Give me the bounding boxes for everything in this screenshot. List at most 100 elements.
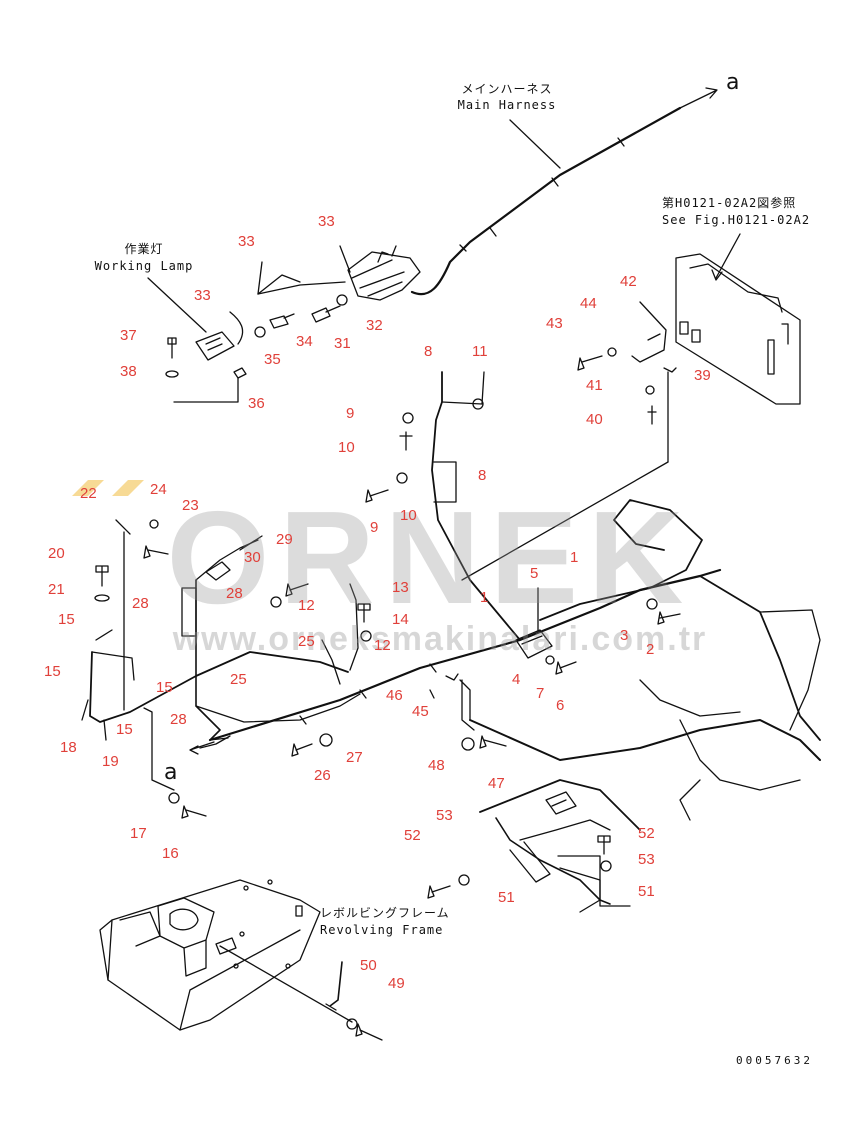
working-lamp-label-en: Working Lamp [94, 259, 194, 273]
part-number: 51 [638, 883, 655, 900]
bolt-6 [555, 661, 577, 675]
part-number: 30 [244, 549, 261, 566]
part-number: 34 [296, 333, 313, 350]
part-number: 1 [480, 589, 489, 606]
see-fig-label-en: See Fig.H0121-02A2 [662, 213, 811, 227]
part-number: 16 [162, 845, 179, 862]
bolt-52 [427, 885, 451, 899]
part-number: 6 [556, 697, 565, 714]
part-number: 48 [428, 757, 445, 774]
part-number: 18 [60, 739, 77, 756]
bolt-29 [285, 583, 309, 597]
main-harness-cable [410, 106, 682, 296]
working-lamp-label-jp: 作業灯 [124, 242, 164, 256]
part-number: 15 [44, 663, 61, 680]
part-number: 33 [194, 287, 211, 304]
part-number: 10 [400, 507, 417, 524]
bolt-37 [167, 337, 177, 359]
part-number: 49 [388, 975, 405, 992]
harness-lower [469, 719, 821, 761]
part-number: 45 [412, 703, 429, 720]
harness-28 [195, 579, 221, 741]
part-number: 33 [238, 233, 255, 250]
part-number: 32 [366, 317, 383, 334]
part-number: 15 [116, 721, 133, 738]
revolving-frame-label-jp: レボルビングフレーム [320, 906, 450, 920]
left-arrow-a [189, 741, 215, 755]
part-number: 42 [620, 273, 637, 290]
part-number: 51 [498, 889, 515, 906]
part-number: 53 [638, 851, 655, 868]
revolving-frame-label-en: Revolving Frame [320, 923, 444, 937]
ground-cable-50 [329, 961, 343, 1007]
part-number: 10 [338, 439, 355, 456]
harness-8 [431, 371, 521, 641]
callout-a-top: a [726, 70, 740, 95]
part-number: 50 [360, 957, 377, 974]
part-number: 19 [102, 753, 119, 770]
part-number: 52 [638, 825, 655, 842]
part-number: 33 [318, 213, 335, 230]
part-number: 35 [264, 351, 281, 368]
part-number: 53 [436, 807, 453, 824]
bracket-42 [631, 301, 667, 363]
bolt-43 [577, 355, 603, 371]
bolt-13 [357, 603, 371, 623]
part-number: 37 [120, 327, 137, 344]
part-number: 1 [570, 549, 579, 566]
bolt-9 [365, 489, 389, 503]
bolt-34 [269, 313, 295, 329]
part-number: 11 [472, 343, 488, 360]
part-number: 26 [314, 767, 331, 784]
main-harness-leader [509, 119, 561, 169]
panel-h0121 [675, 253, 801, 405]
part-number: 8 [424, 343, 433, 360]
main-harness-label-jp: メインハーネス [461, 82, 553, 96]
part-number: 38 [120, 363, 137, 380]
working-lamp [195, 331, 235, 361]
part-number: 41 [586, 377, 603, 394]
bolt-49 [355, 1023, 383, 1041]
harness-1-upper [539, 499, 703, 621]
part-number: 12 [374, 637, 391, 654]
part-number: 13 [392, 579, 409, 596]
see-fig-label-jp: 第H0121-02A2図参照 [662, 196, 797, 210]
bolt-40 [647, 405, 657, 425]
bolt-10 [399, 431, 413, 451]
bolt-2 [657, 611, 681, 625]
part-number: 14 [392, 611, 409, 628]
part-number: 24 [150, 481, 167, 498]
part-number: 25 [230, 671, 247, 688]
part-number: 20 [48, 545, 65, 562]
part-number: 47 [488, 775, 505, 792]
part-number: 8 [478, 467, 487, 484]
part-number: 36 [248, 395, 265, 412]
document-number: 00057632 [736, 1054, 813, 1067]
relay-box [347, 251, 421, 301]
part-number: 4 [512, 671, 521, 688]
bolt-52b [597, 835, 611, 855]
part-number: 15 [58, 611, 75, 628]
part-number: 28 [226, 585, 243, 602]
part-number: 12 [298, 597, 315, 614]
callout-a-left: a [164, 760, 178, 785]
harness-51 [479, 779, 641, 831]
part-number: 9 [346, 405, 355, 422]
part-number: 44 [580, 295, 597, 312]
part-number: 5 [530, 565, 539, 582]
part-number: 21 [48, 581, 65, 598]
bolt-20 [95, 565, 109, 587]
harness-1 [208, 568, 722, 742]
harness-15 [89, 651, 349, 723]
main-harness-arrow [679, 87, 718, 109]
part-number: 9 [370, 519, 379, 536]
part-number: 23 [182, 497, 199, 514]
part-number: 3 [620, 627, 629, 644]
bolt-31 [311, 305, 341, 323]
part-number: 28 [132, 595, 149, 612]
part-number: 31 [334, 335, 351, 352]
main-harness-label-en: Main Harness [457, 98, 557, 112]
part-number: 22 [80, 485, 97, 502]
